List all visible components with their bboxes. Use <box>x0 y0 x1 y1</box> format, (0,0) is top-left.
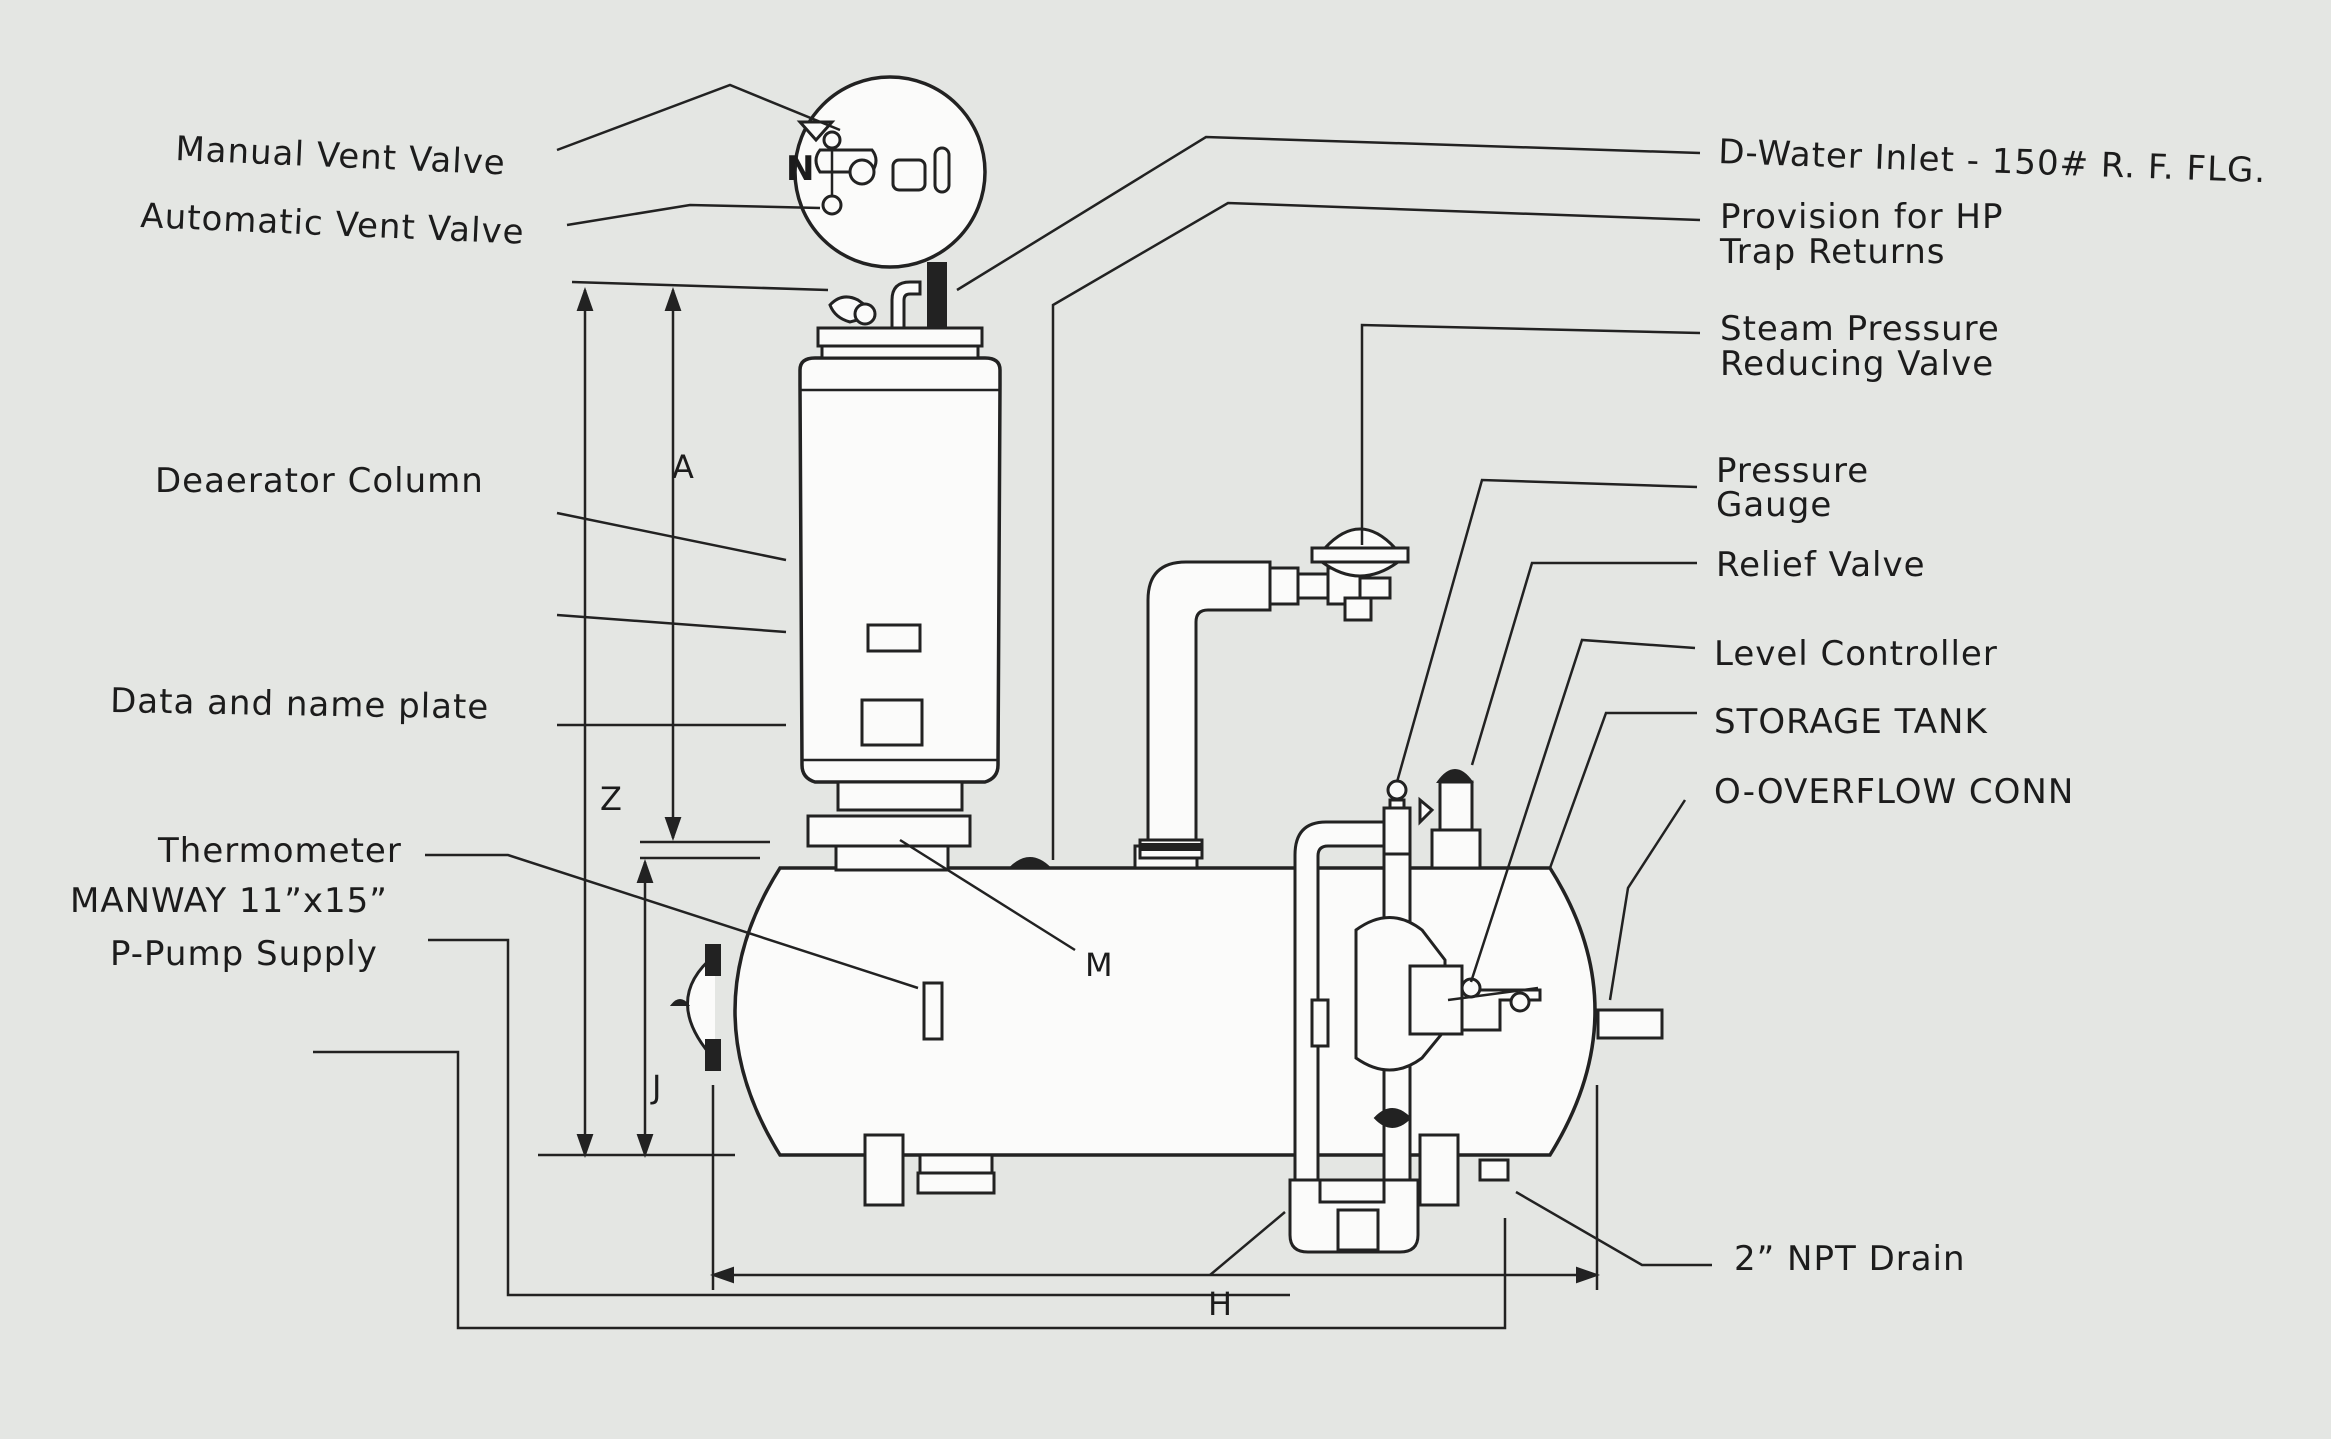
dim-label-z: Z <box>600 780 622 818</box>
dim-label-j: J <box>650 1068 661 1106</box>
dim-label-h: H <box>1208 1285 1232 1323</box>
label-level-controller: Level Controller <box>1714 634 1998 674</box>
storage-tank <box>733 844 1664 1207</box>
label-storage-tank: STORAGE TANK <box>1714 702 1988 742</box>
dim-label-a: A <box>672 448 694 486</box>
steam-piping <box>1138 560 1392 860</box>
label-hp-trap-returns-line1: Provision for HP <box>1720 197 2003 237</box>
label-thermometer: Thermometer <box>157 831 402 871</box>
leader-lines <box>425 83 1712 1276</box>
manway <box>669 944 721 1071</box>
label-steam-prv-line1: Steam Pressure <box>1720 309 2000 349</box>
svg-text:N: N <box>786 149 815 189</box>
label-pressure-gauge-line1: Pressure <box>1716 451 1869 491</box>
dimension-lines <box>313 280 1601 1330</box>
label-deaerator-column: Deaerator Column <box>155 461 484 501</box>
dim-label-m: M <box>1085 946 1113 984</box>
label-pressure-gauge-line2: Gauge <box>1716 485 1832 525</box>
thermometer <box>922 981 944 1041</box>
label-steam-prv-line2: Reducing Valve <box>1720 344 1994 384</box>
relief-valve <box>1418 769 1482 870</box>
label-data-name-plate: Data and name plate <box>110 681 490 728</box>
label-pump-supply: P-Pump Supply <box>110 934 378 974</box>
deaerator-column <box>798 262 1002 872</box>
vent-valve-detail: N <box>786 75 987 269</box>
label-manway: MANWAY 11”x15” <box>70 881 388 921</box>
label-relief-valve: Relief Valve <box>1716 545 1926 585</box>
level-controller <box>1288 806 1542 1254</box>
label-overflow-conn: O-OVERFLOW CONN <box>1714 772 2074 812</box>
label-npt-drain: 2” NPT Drain <box>1734 1239 1966 1279</box>
label-hp-trap-returns-line2: Trap Returns <box>1719 232 1946 272</box>
steam-pressure-reducing-valve <box>1310 527 1410 578</box>
